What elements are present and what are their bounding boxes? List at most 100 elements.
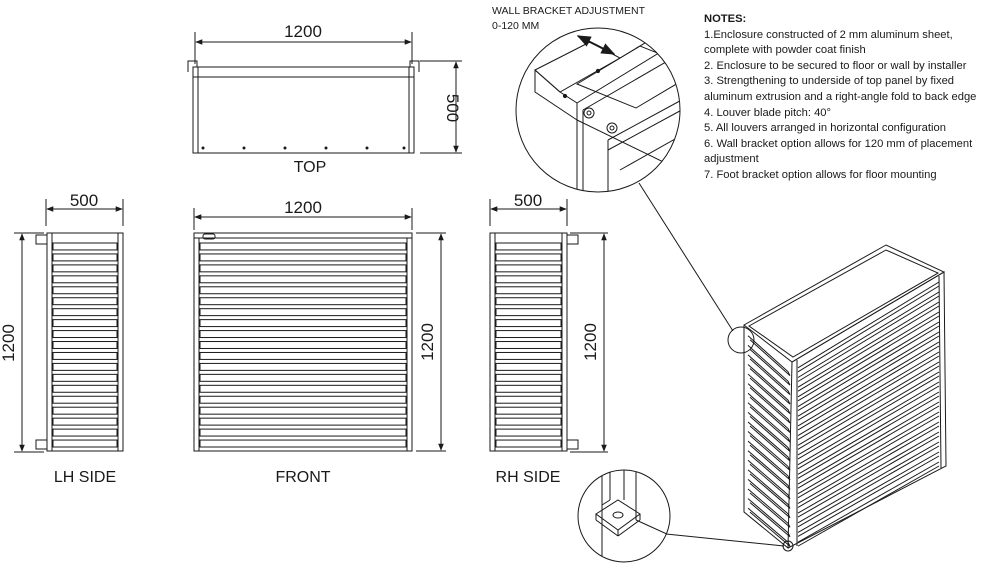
lh-louver-blade: [52, 330, 118, 339]
rh-louver-blade: [495, 341, 562, 349]
top-view-label: TOP: [294, 159, 327, 176]
lh-louver-blade: [52, 319, 118, 328]
iso-front-louver-edge: [797, 405, 940, 489]
note-item: 1.Enclosure constructed of 2 mm aluminum…: [704, 28, 953, 57]
note-item: 2. Enclosure to be secured to floor or w…: [704, 59, 967, 72]
iso-front-louver-blade: [797, 411, 940, 495]
rh-louver-blade: [495, 286, 562, 295]
lh-louver-blade: [52, 417, 118, 426]
front-louver-blade: [199, 428, 407, 437]
iso-front-louver-edge: [797, 345, 940, 431]
iso-front-louver-blade: [797, 461, 940, 543]
iso-front-louver-blade: [797, 281, 940, 369]
iso-side-louver-blade: [747, 507, 791, 547]
iso-front-louver-blade: [797, 331, 940, 417]
note-item: 4. Louver blade pitch: 40°: [704, 106, 832, 119]
front-louvers: [199, 242, 407, 448]
lh-side-label: LH SIDE: [54, 469, 116, 486]
isometric-view: [727, 244, 947, 552]
iso-front-louver-edge: [797, 455, 940, 537]
front-louver-blade: [199, 439, 407, 448]
wall-bracket-detail: [515, 27, 681, 193]
iso-front-louver-edge: [797, 435, 940, 518]
iso-front-louver-edge: [797, 335, 940, 421]
front-height-dim: 1200: [418, 323, 437, 361]
front-width-dim: 1200: [284, 198, 322, 217]
iso-front-louver-edge: [797, 355, 940, 441]
iso-front-louver-blade: [797, 291, 940, 378]
rh-louver-blade: [495, 351, 562, 360]
top-depth-dim: 500: [443, 94, 462, 122]
iso-front-louver-edge: [797, 395, 940, 479]
front-louver-blade: [199, 395, 407, 404]
iso-side-louver-blade: [747, 402, 791, 443]
iso-front-louver-blade: [797, 321, 940, 407]
lh-louver-blade: [52, 384, 118, 393]
rh-louver-blade: [495, 406, 562, 415]
iso-front-louver-blade: [797, 401, 940, 485]
rh-louvers: [495, 242, 562, 448]
rh-side-view: [489, 199, 608, 453]
iso-side-louvers: [747, 335, 791, 547]
lh-louver-blade: [52, 253, 118, 262]
lh-louver-blade: [52, 308, 118, 317]
iso-front-louver-edge: [797, 315, 940, 402]
lh-louver-blade: [52, 406, 118, 415]
iso-side-louver-blade: [747, 412, 791, 452]
rh-side-label: RH SIDE: [496, 469, 561, 486]
lh-louver-blade: [52, 439, 118, 448]
iso-side-louver-blade: [747, 431, 791, 471]
rh-louver-blade: [495, 384, 562, 393]
front-louver-blade: [199, 297, 407, 306]
wall-bracket-caption: WALL BRACKET ADJUSTMENT 0-120 MM: [492, 4, 645, 34]
lh-louver-blade: [52, 362, 118, 371]
iso-front-louver-edge: [797, 415, 940, 499]
iso-side-louver-blade: [747, 383, 791, 424]
iso-front-louver-edge: [797, 385, 940, 470]
iso-side-louver-blade: [747, 488, 791, 528]
foot-bracket-leader: [665, 533, 785, 547]
iso-side-louver-blade: [747, 479, 791, 519]
iso-side-louver-blade: [747, 459, 791, 500]
wall-bracket-leader: [638, 182, 734, 332]
rh-louver-blade: [495, 439, 562, 448]
rh-louver-blade: [495, 308, 562, 317]
iso-side-louver-blade: [747, 364, 791, 405]
iso-front-louver-edge: [797, 425, 940, 508]
notes-title: NOTES:: [704, 13, 747, 25]
iso-front-louver-blade: [797, 451, 940, 533]
iso-front-louver-edge: [797, 365, 940, 450]
iso-side-louver-blade: [747, 335, 791, 377]
front-louver-blade: [199, 406, 407, 415]
iso-front-louver-blade: [797, 391, 940, 475]
lh-height-dim: 1200: [0, 324, 18, 362]
rh-louver-blade: [495, 362, 562, 371]
front-louver-blade: [199, 319, 407, 328]
rh-height-dim: 1200: [581, 323, 600, 361]
iso-side-louver-blade: [747, 450, 791, 490]
front-louver-blade: [199, 362, 407, 371]
iso-side-louver-blade: [747, 373, 791, 414]
iso-side-louver-blade: [747, 469, 791, 509]
rh-louver-blade: [495, 417, 562, 426]
lh-louver-blade: [52, 373, 118, 382]
front-louver-blade: [199, 341, 407, 349]
rh-louver-blade: [495, 275, 562, 284]
front-louver-blade: [199, 253, 407, 262]
front-louver-blade: [199, 242, 407, 251]
note-item: 5. All louvers arranged in horizontal co…: [704, 122, 946, 135]
iso-front-louver-edge: [797, 325, 940, 411]
lh-louver-blade: [52, 341, 118, 349]
lh-louver-blade: [52, 264, 118, 273]
lh-width-dim: 500: [70, 191, 98, 210]
front-view: [193, 208, 446, 452]
rh-louver-blade: [495, 319, 562, 328]
note-item: 3. Strengthening to underside of top pan…: [704, 75, 977, 103]
front-louver-blade: [199, 264, 407, 273]
rh-louver-blade: [495, 297, 562, 306]
iso-front-louver-edge: [797, 305, 940, 392]
front-louver-blade: [199, 330, 407, 339]
note-item: 7. Foot bracket option allows for floor …: [704, 168, 937, 181]
